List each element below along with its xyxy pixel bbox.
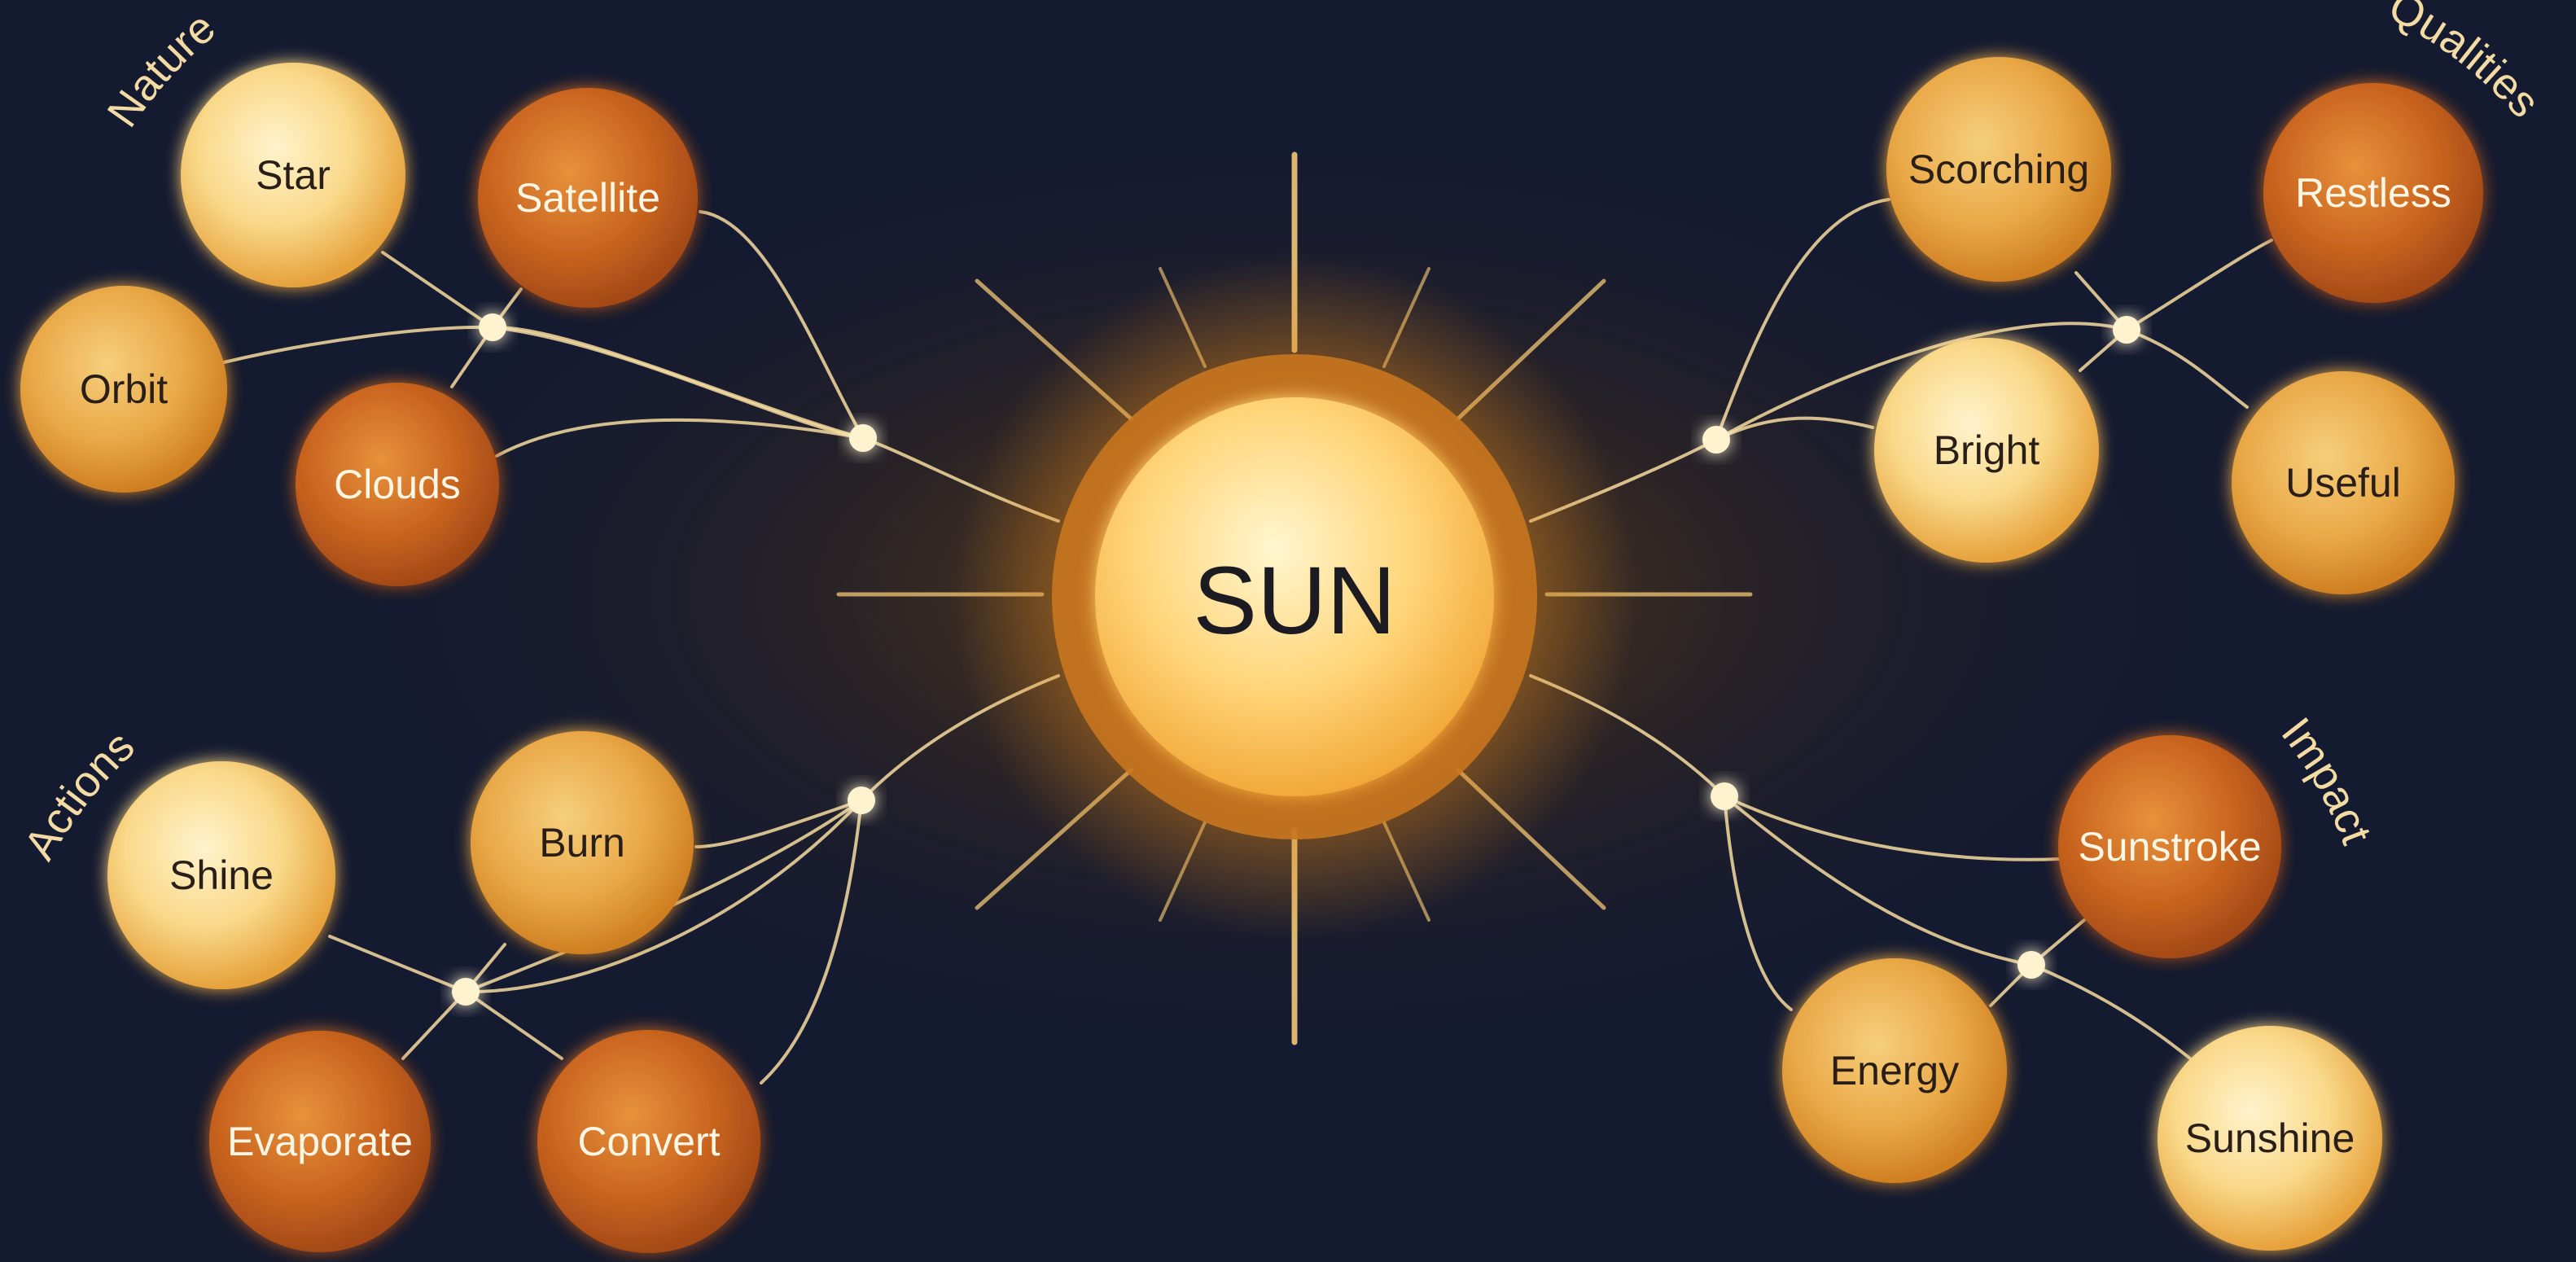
node-clouds[interactable]: Clouds: [296, 383, 499, 586]
node-label-useful: Useful: [2285, 460, 2401, 506]
node-label-clouds: Clouds: [334, 462, 461, 507]
node-label-convert: Convert: [577, 1119, 720, 1164]
node-energy[interactable]: Energy: [1782, 958, 2007, 1183]
node-label-sunshine: Sunshine: [2185, 1115, 2355, 1161]
node-label-evaporate: Evaporate: [227, 1119, 413, 1164]
node-label-burn: Burn: [539, 820, 625, 865]
node-label-shine: Shine: [169, 852, 274, 898]
node-label-scorching: Scorching: [1908, 147, 2089, 192]
node-label-energy: Energy: [1830, 1048, 1959, 1093]
node-scorching[interactable]: Scorching: [1886, 57, 2111, 282]
node-bright[interactable]: Bright: [1874, 338, 2099, 563]
node-satellite[interactable]: Satellite: [478, 88, 698, 308]
node-label-sunstroke: Sunstroke: [2078, 824, 2261, 870]
node-label-bright: Bright: [1934, 427, 2040, 473]
node-label-star: Star: [256, 152, 331, 198]
sun-center-node[interactable]: SUN: [953, 255, 1636, 939]
node-sunstroke[interactable]: Sunstroke: [2058, 735, 2281, 958]
node-burn[interactable]: Burn: [471, 731, 694, 954]
node-label-restless: Restless: [2295, 170, 2451, 216]
node-label-satellite: Satellite: [515, 175, 660, 221]
node-useful[interactable]: Useful: [2232, 371, 2455, 594]
node-sunshine[interactable]: Sunshine: [2158, 1026, 2382, 1251]
sun-label: SUN: [1193, 547, 1395, 655]
node-shine[interactable]: Shine: [107, 761, 335, 989]
node-evaporate[interactable]: Evaporate: [209, 1031, 431, 1252]
node-convert[interactable]: Convert: [537, 1030, 760, 1253]
node-restless[interactable]: Restless: [2263, 83, 2483, 303]
node-orbit[interactable]: Orbit: [20, 286, 227, 493]
node-label-orbit: Orbit: [80, 366, 168, 412]
node-star[interactable]: Star: [181, 63, 405, 287]
